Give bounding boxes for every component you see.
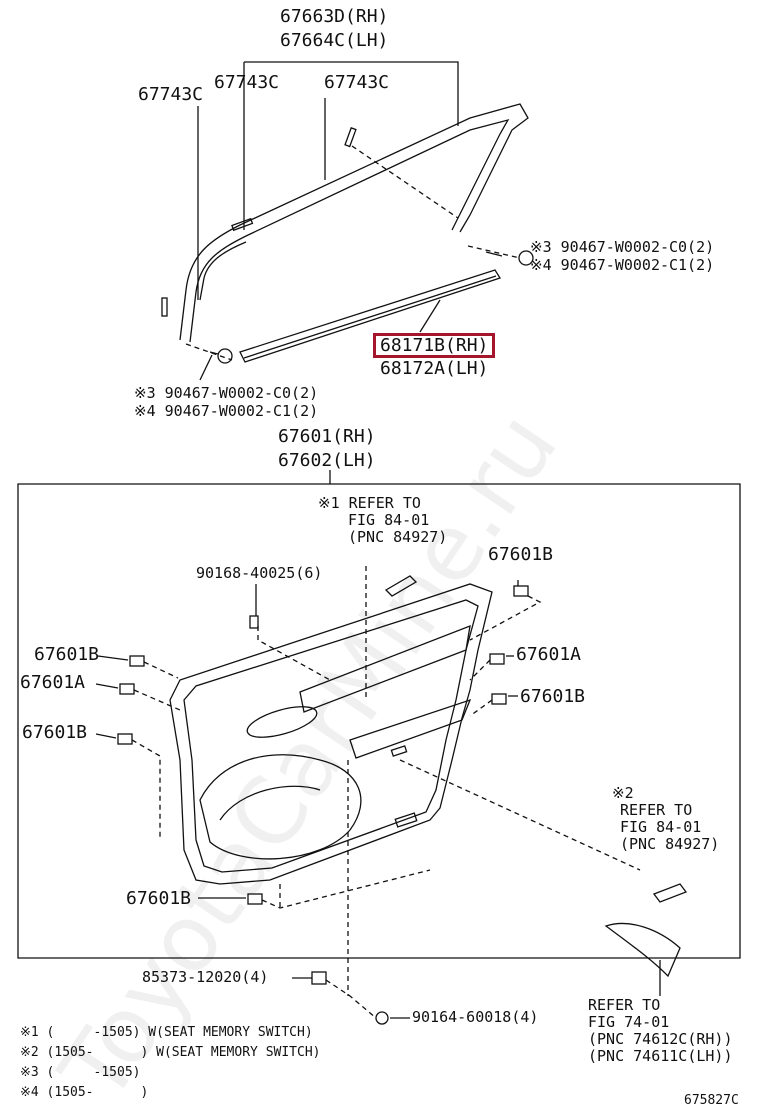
screw-left-head xyxy=(217,348,233,364)
label-ref3-line3: (PNC 74612C(RH)) xyxy=(588,1030,733,1048)
switch-part-2 xyxy=(652,883,688,903)
label-screw-top-1: ※3 90467-W0002-C0(2) xyxy=(530,238,715,256)
footnote-4: ※4 (1505- ) xyxy=(20,1085,149,1100)
label-weatherstrip-rh: 67663D(RH) xyxy=(280,6,389,27)
label-clip-67601b-left-2: 67601B xyxy=(22,722,88,743)
label-ref3-line1: REFER TO xyxy=(588,996,661,1014)
belt-moulding xyxy=(239,269,501,363)
label-ref2-line4: (PNC 84927) xyxy=(620,835,720,853)
garnish-part xyxy=(604,922,681,978)
switch-part-1 xyxy=(384,575,418,597)
clip-c-part xyxy=(344,127,357,148)
door-handle xyxy=(246,706,318,738)
label-clip-67601b-bottom: 67601B xyxy=(126,888,192,909)
footnote-1: ※1 ( -1505) W(SEAT MEMORY SWITCH) xyxy=(20,1025,313,1040)
leader-weatherstrip xyxy=(244,61,459,126)
label-ref3-line4: (PNC 74611C(LH)) xyxy=(588,1047,733,1065)
door-trim-panel xyxy=(169,583,493,885)
frame-inner xyxy=(189,118,510,343)
label-ref1-line1: ※1 REFER TO xyxy=(318,494,421,512)
label-screw-left-2: ※4 90467-W0002-C1(2) xyxy=(134,402,319,420)
frame-outer xyxy=(179,103,529,341)
panel-group-box xyxy=(17,483,741,959)
label-panel-lh: 67602(LH) xyxy=(278,450,376,471)
leader-belt xyxy=(419,299,441,333)
speaker-pocket xyxy=(199,754,362,860)
footnote-2: ※2 (1505- ) W(SEAT MEMORY SWITCH) xyxy=(20,1045,321,1060)
label-weatherstrip-lh: 67664C(LH) xyxy=(280,30,389,51)
footnote-3: ※3 ( -1505) xyxy=(20,1065,141,1080)
label-clip-67601b-left-1: 67601B xyxy=(34,644,100,665)
label-panel-rh: 67601(RH) xyxy=(278,426,376,447)
label-clip-a: 67743C xyxy=(138,84,204,105)
armrest-upper xyxy=(299,624,471,713)
label-screw-top-2: ※4 90467-W0002-C1(2) xyxy=(530,256,715,274)
label-ref2-line1: ※2 xyxy=(612,784,634,802)
label-ref2-line3: FIG 84-01 xyxy=(620,818,702,836)
label-clip-67601a-left: 67601A xyxy=(20,672,86,693)
label-screw-90168: 90168-40025(6) xyxy=(196,564,323,582)
label-nut-85373: 85373-12020(4) xyxy=(142,968,269,986)
label-ref1-line3: (PNC 84927) xyxy=(348,528,448,546)
label-ref2-line2: REFER TO xyxy=(620,801,693,819)
label-clip-67601b-right: 67601B xyxy=(520,686,586,707)
screw-top-head xyxy=(518,250,534,266)
label-clip-67601b-top-right: 67601B xyxy=(488,544,554,565)
label-clip-67601a-right: 67601A xyxy=(516,644,582,665)
label-ref3-line2: FIG 74-01 xyxy=(588,1013,670,1031)
label-clip-c: 67743C xyxy=(324,72,390,93)
label-belt-lh: 68172A(LH) xyxy=(380,358,489,379)
label-belt-rh: 68171B(RH) xyxy=(373,333,496,358)
label-clip-b: 67743C xyxy=(214,72,280,93)
figure-code: 675827C xyxy=(684,1093,739,1108)
label-ref1-line2: FIG 84-01 xyxy=(348,511,430,529)
clip-a-part xyxy=(161,297,168,317)
label-screw-90164: 90164-60018(4) xyxy=(412,1008,539,1026)
clip-b-part xyxy=(231,217,254,232)
label-screw-left-1: ※3 90467-W0002-C0(2) xyxy=(134,384,319,402)
